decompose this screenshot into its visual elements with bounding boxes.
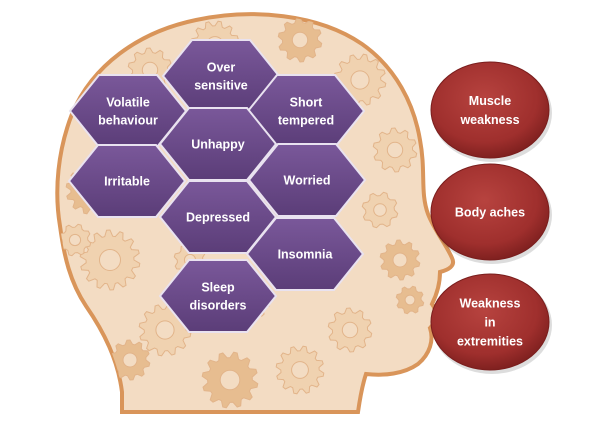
- hexagon-label: behaviour: [98, 114, 158, 128]
- gear-hub: [341, 321, 359, 339]
- hexagon-label: disorders: [190, 299, 247, 313]
- hexagon-label: Volatile: [106, 96, 150, 110]
- gear-hub: [219, 369, 241, 391]
- circle-label: weakness: [459, 113, 519, 127]
- hexagon-label: tempered: [278, 114, 334, 128]
- hexagon-label: Unhappy: [191, 138, 245, 152]
- hexagon-irritable: Irritable: [67, 144, 187, 218]
- gear-hub: [291, 31, 309, 49]
- circle-muscle-weakness: Muscle weakness: [430, 61, 552, 162]
- gear-hub: [291, 361, 309, 379]
- hexagon-label: Sleep: [201, 281, 235, 295]
- gear-hub: [404, 294, 416, 306]
- hexagon-label: Depressed: [186, 211, 250, 225]
- gear-hub: [392, 252, 408, 268]
- hexagon-label: Short: [290, 96, 323, 110]
- gear-hub: [350, 70, 370, 90]
- hexagon-label: Over: [207, 61, 236, 75]
- hexagon-label: Worried: [284, 174, 331, 188]
- gear-hub: [373, 203, 387, 217]
- circle-weakness-in-extremities: Weakness in extremities: [430, 273, 552, 374]
- hexagon-label: Insomnia: [278, 248, 334, 262]
- gear-hub: [386, 141, 404, 159]
- circle-shape: [430, 163, 550, 261]
- circle-shape: [430, 61, 550, 159]
- circle-label: in: [484, 316, 495, 330]
- hexagon-insomnia: Insomnia: [245, 217, 365, 291]
- circle-body-aches: Body aches: [430, 163, 552, 264]
- circle-label: Body aches: [455, 206, 525, 220]
- hexagon-label: Irritable: [104, 175, 150, 189]
- hexagon-shape: [158, 259, 278, 333]
- hexagon-unhappy: Unhappy: [158, 107, 278, 181]
- circle-shape: [430, 273, 550, 371]
- hexagon-depressed: Depressed: [158, 180, 278, 254]
- gear-hub: [99, 249, 121, 271]
- gear-hub: [68, 233, 82, 247]
- hexagon-shape: [247, 143, 367, 217]
- circle-label: Muscle: [469, 94, 511, 108]
- hexagon-shape: [245, 217, 365, 291]
- gear-hub: [155, 320, 175, 340]
- hexagon-worried: Worried: [247, 143, 367, 217]
- circle-label: extremities: [457, 335, 523, 349]
- gear-hub: [122, 352, 138, 368]
- hexagon-shape: [67, 144, 187, 218]
- hexagon-sleep-disorders: Sleep disorders: [158, 259, 278, 333]
- hexagon-label: sensitive: [194, 79, 248, 93]
- circle-label: Weakness: [460, 297, 521, 311]
